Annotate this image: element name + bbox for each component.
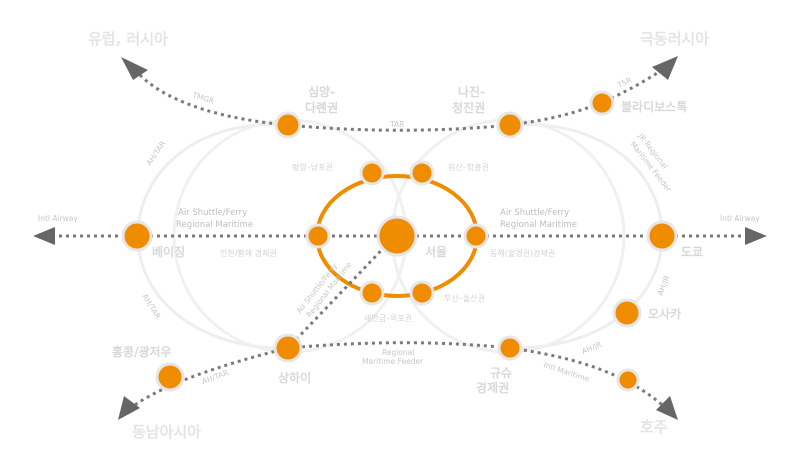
label-seoul: 서울: [425, 244, 447, 259]
label-kyushu-1: 규슈: [490, 366, 512, 380]
route-label-ahjr-right: AH/JR: [656, 274, 672, 297]
region-southeast-asia: 동남아시아: [132, 423, 201, 441]
node-seoul[interactable]: [376, 215, 418, 257]
node-pyongyang[interactable]: [359, 160, 385, 186]
label-beijing: 베이징: [152, 244, 185, 259]
route-label-intl-airway-right: Intl Airway: [720, 214, 760, 223]
arrow-east: [745, 227, 767, 245]
label-vladivostok: 블라디보스톡: [621, 99, 687, 114]
route-label-regional-feeder-2: Maritime Feeder: [362, 357, 424, 366]
label-shenyang-1: 심양-: [308, 84, 335, 99]
region-australia: 호주: [640, 418, 668, 436]
route-label-intl-airway-left: Intl Airway: [38, 214, 78, 223]
route-label-regional-feeder-1: Regional: [382, 348, 414, 357]
label-najin-2: 청진권: [452, 100, 485, 115]
node-kyushu[interactable]: [497, 335, 523, 361]
label-najin-1: 나진-: [458, 84, 485, 99]
label-osaka: 오사카: [648, 306, 681, 321]
region-far-east-russia: 극동러시아: [640, 30, 709, 48]
nodes: [121, 90, 678, 392]
node-busan[interactable]: [409, 280, 435, 306]
node-osaka[interactable]: [612, 298, 642, 328]
label-kyushu-2: 경제권: [476, 381, 509, 395]
node-shanghai[interactable]: [273, 333, 303, 363]
route-label-tmgr: TMGR: [190, 90, 215, 106]
arrow-australia: [656, 396, 678, 420]
route-label-ah-tar-top: AH/TAR: [144, 139, 167, 167]
node-hongkong[interactable]: [155, 362, 185, 392]
label-tokyo: 도쿄: [681, 245, 703, 259]
node-australia-link[interactable]: [616, 368, 640, 392]
label-mokpo: 새만금–목포권: [364, 313, 412, 323]
node-vladivostok[interactable]: [589, 90, 615, 116]
label-shanghai: 상하이: [278, 370, 311, 385]
route-label-air-left-1: Air Shuttle/Ferry: [178, 208, 247, 218]
route-southeast: [509, 346, 670, 412]
label-donghae: 동해(울경권)경제권: [490, 248, 555, 258]
arrow-west: [33, 227, 55, 245]
label-shenyang-2: 다롄권: [305, 100, 338, 115]
region-europe-russia: 유럽, 러시아: [88, 30, 168, 48]
route-seoul-shanghai: [286, 234, 397, 350]
node-mokpo[interactable]: [359, 280, 385, 306]
route-label-tar: TAR: [389, 120, 404, 129]
label-incheon: 인천/황해 경제권: [220, 248, 277, 258]
arrow-far-east: [652, 56, 678, 80]
route-label-ahjr-bottom: AH/JR: [580, 340, 603, 356]
route-label-air-right-1: Air Shuttle/Ferry: [500, 208, 569, 218]
label-pyongyang: 평양–남포권: [292, 162, 333, 172]
route-label-air-left-2: Regional Maritime: [176, 220, 253, 230]
node-tokyo[interactable]: [646, 220, 678, 252]
arrow-europe: [121, 57, 148, 80]
route-tar: [287, 123, 511, 132]
node-beijing[interactable]: [121, 220, 153, 252]
arrow-southeast-asia: [118, 396, 140, 420]
route-tsr: [509, 68, 663, 127]
route-label-air-right-2: Regional Maritime: [500, 220, 577, 230]
node-wonsan[interactable]: [409, 160, 435, 186]
route-label-intl-maritime: Intl Maritime: [542, 360, 590, 383]
route-tmgr: [138, 73, 289, 127]
node-najin[interactable]: [496, 111, 524, 139]
node-incheon[interactable]: [305, 223, 331, 249]
node-donghae[interactable]: [463, 223, 489, 249]
label-wonsan: 원산–함흥권: [448, 162, 489, 172]
label-busan: 부산–울산권: [444, 293, 485, 303]
label-hongkong: 홍콩/광저우: [112, 344, 172, 359]
node-shenyang[interactable]: [274, 111, 302, 139]
